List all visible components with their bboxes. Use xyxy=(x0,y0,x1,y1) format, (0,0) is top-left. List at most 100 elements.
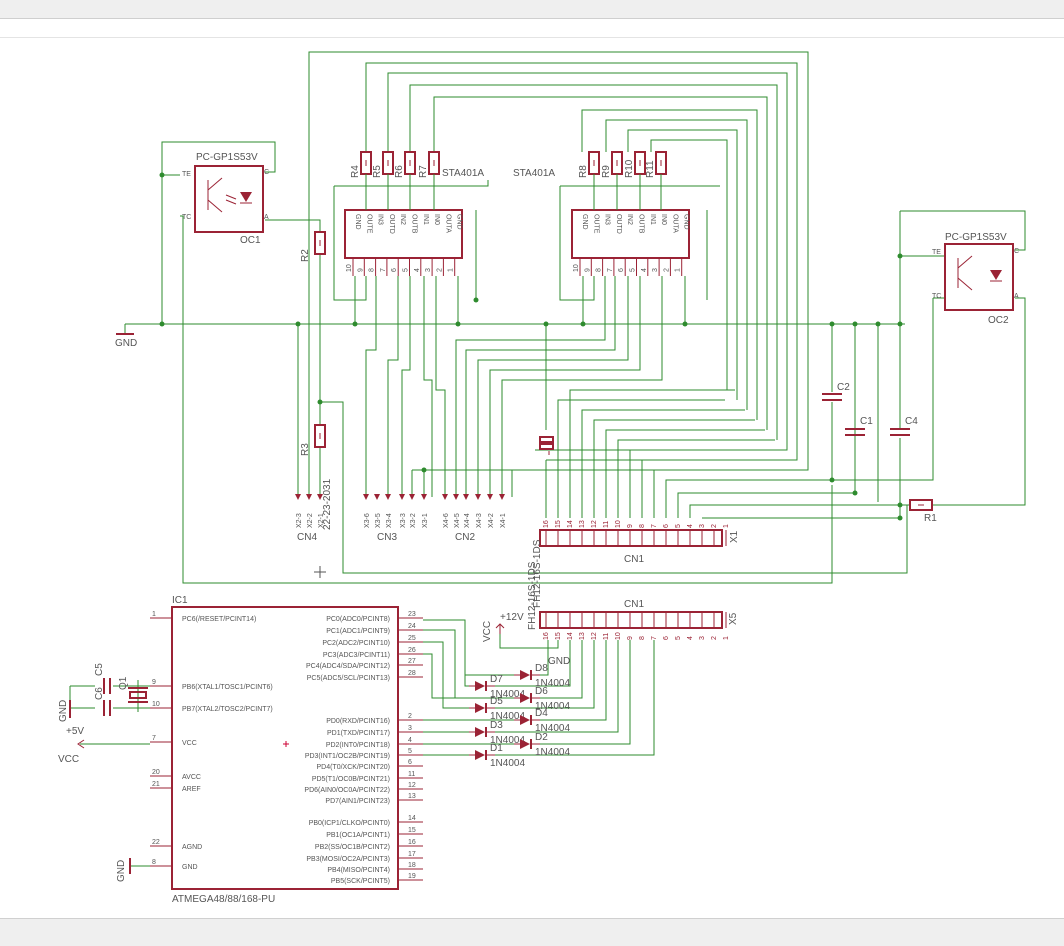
mcu-pin-name: AVCC xyxy=(182,774,201,781)
mcu-pin-number: 6 xyxy=(408,759,412,766)
connector-pin-number: 8 xyxy=(639,524,646,528)
connector-pin-label: X3-5 xyxy=(375,513,382,528)
resistor-r2[interactable]: R2 xyxy=(300,231,326,262)
cn4-name: CN4 xyxy=(297,532,317,543)
mcu-pin-name: PD6(AIN0/OC0A/PCINT22) xyxy=(304,787,390,794)
mcu-pin-name: AGND xyxy=(182,844,202,851)
ic-pin-name: OUTE xyxy=(365,214,372,234)
diode-value: 1N4004 xyxy=(490,735,525,746)
wires xyxy=(69,51,1026,867)
connector-pin-label: X2-3 xyxy=(296,513,303,528)
ruler-bar xyxy=(0,19,1064,38)
connector-pin-number: 13 xyxy=(579,632,586,640)
cn4-value: 22-23-2031 xyxy=(322,478,333,530)
optocoupler-oc2[interactable]: TE TC C A PC-GP1S53V OC2 xyxy=(932,232,1019,326)
ic-pin-number: 2 xyxy=(436,268,443,272)
svg-text:TE: TE xyxy=(932,249,941,256)
gnd-symbol-xtal: GND +5V xyxy=(58,700,84,737)
mcu-pin-number: 14 xyxy=(408,815,416,822)
mcu-pin-name: PC1(ADC1/PCINT9) xyxy=(326,628,390,635)
mcu-pin-number: 27 xyxy=(408,658,416,665)
capacitor-c2[interactable]: C2 xyxy=(822,382,850,401)
connector-pin-number: 4 xyxy=(687,524,694,528)
mcu-pin-number: 2 xyxy=(408,713,412,720)
x1-name: X1 xyxy=(729,530,740,543)
ic-pin-number: 10 xyxy=(573,264,580,272)
resistor-r1[interactable]: R1 xyxy=(909,499,937,524)
connector-pin-number: 8 xyxy=(639,636,646,640)
ic-pin-number: 7 xyxy=(380,268,387,272)
oc1-value: PC-GP1S53V xyxy=(196,152,258,163)
connector-pin-arrow xyxy=(453,494,459,500)
mcu-pin-name: PC5(ADC5/SCL/PCINT13) xyxy=(307,675,390,682)
ic-pin-number: 1 xyxy=(448,268,455,272)
mcu-pin-number: 20 xyxy=(152,769,160,776)
connector-pin-arrow xyxy=(409,494,415,500)
ic-pin-name: OUTA xyxy=(671,214,678,233)
capacitor-polarized[interactable] xyxy=(539,436,554,455)
connector-pin-label: X4-4 xyxy=(464,513,471,528)
capacitor-c4[interactable]: C4 xyxy=(890,416,918,436)
toolbar xyxy=(0,0,1064,19)
mcu-pin-number: 9 xyxy=(152,679,156,686)
c6-label: C6 xyxy=(94,687,105,700)
ic-pin-name: OUTD xyxy=(388,214,395,234)
mcu-pin-name: PC2(ADC2/PCINT10) xyxy=(322,640,390,647)
capacitor-c6[interactable]: C6 xyxy=(94,687,111,716)
ic-pin-number: 9 xyxy=(357,268,364,272)
ic-pin-name: OUTE xyxy=(592,214,599,234)
connector-pin-number: 1 xyxy=(723,636,730,640)
resistor-r3[interactable]: R3 xyxy=(300,424,326,456)
connector-pin-number: 6 xyxy=(663,524,670,528)
ic-sta401a-right[interactable]: STA401A xyxy=(513,168,690,259)
mcu-pin-name: PB7(XTAL2/TOSC2/PCINT7) xyxy=(182,706,273,713)
status-bar xyxy=(0,918,1064,946)
mcu-pin-name: PB5(SCK/PCINT5) xyxy=(331,878,390,885)
diode-label: D5 xyxy=(490,696,503,707)
ic-pin-number: 6 xyxy=(618,268,625,272)
vcc12-label: +12V xyxy=(500,612,524,623)
mcu-pin-name: PB1(OC1A/PCINT1) xyxy=(326,832,390,839)
ic-pin-name: IN0 xyxy=(660,214,667,225)
mcu-name: IC1 xyxy=(172,595,188,606)
mcu-pin-name: PB2(SS/OC1B/PCINT2) xyxy=(315,844,390,851)
x1-value: FH12-16S-1DS xyxy=(532,539,543,608)
mcu-pin-number: 15 xyxy=(408,827,416,834)
capacitor-c5[interactable]: C5 xyxy=(94,663,111,694)
diode-body xyxy=(475,703,485,713)
connector-x5[interactable]: X5 CN1 FH12-16S-1DS GND xyxy=(527,561,739,667)
connector-pin-number: 7 xyxy=(651,524,658,528)
schematic-canvas[interactable] xyxy=(0,38,1064,918)
capacitor-c1[interactable]: C1 xyxy=(845,416,873,436)
ic-right-value: STA401A xyxy=(513,168,555,179)
mcu-pin-name: GND xyxy=(182,864,198,871)
optocoupler-oc1[interactable]: TE TC C A PC-GP1S53V OC1 xyxy=(182,152,269,246)
mcu-pin-number: 26 xyxy=(408,647,416,654)
connector-pin-number: 5 xyxy=(675,636,682,640)
mcu-pin-number: 4 xyxy=(408,737,412,744)
ic-sta401a-left[interactable]: STA401A xyxy=(344,168,484,259)
mcu-pin-name: PD4(T0/XCK/PCINT20) xyxy=(316,764,390,771)
connector-pin-number: 3 xyxy=(699,636,706,640)
connector-pin-label: X4-3 xyxy=(476,513,483,528)
diode-value: 1N4004 xyxy=(535,701,570,712)
c2-label: C2 xyxy=(837,382,850,393)
connector-x1[interactable]: X1 CN1 FH12-16S-1DS xyxy=(532,529,740,608)
cn2-name: CN2 xyxy=(455,532,475,543)
connector-pin-arrow xyxy=(499,494,505,500)
ic-left-pins: GND10OUTE9IN38OUTD7IN26OUTB5IN14IN03OUTA… xyxy=(346,214,463,276)
connector-pin-label: X4-6 xyxy=(443,513,450,528)
diode-body xyxy=(520,739,530,749)
crystal-q1[interactable]: Q1 xyxy=(118,676,148,703)
mcu-value: ATMEGA48/88/168-PU xyxy=(172,894,275,905)
gnd-mcu-label: GND xyxy=(116,860,127,882)
mcu-pin-number: 24 xyxy=(408,623,416,630)
mcu-pin-number: 1 xyxy=(152,611,156,618)
resistor-label: R4 xyxy=(350,165,361,178)
mcu-atmega[interactable]: IC1 ATMEGA48/88/168-PU xyxy=(171,595,399,905)
connector-pin-label: X3-4 xyxy=(386,513,393,528)
vcc12-symbol: +12V VCC xyxy=(482,612,524,642)
r2-label: R2 xyxy=(300,249,311,262)
